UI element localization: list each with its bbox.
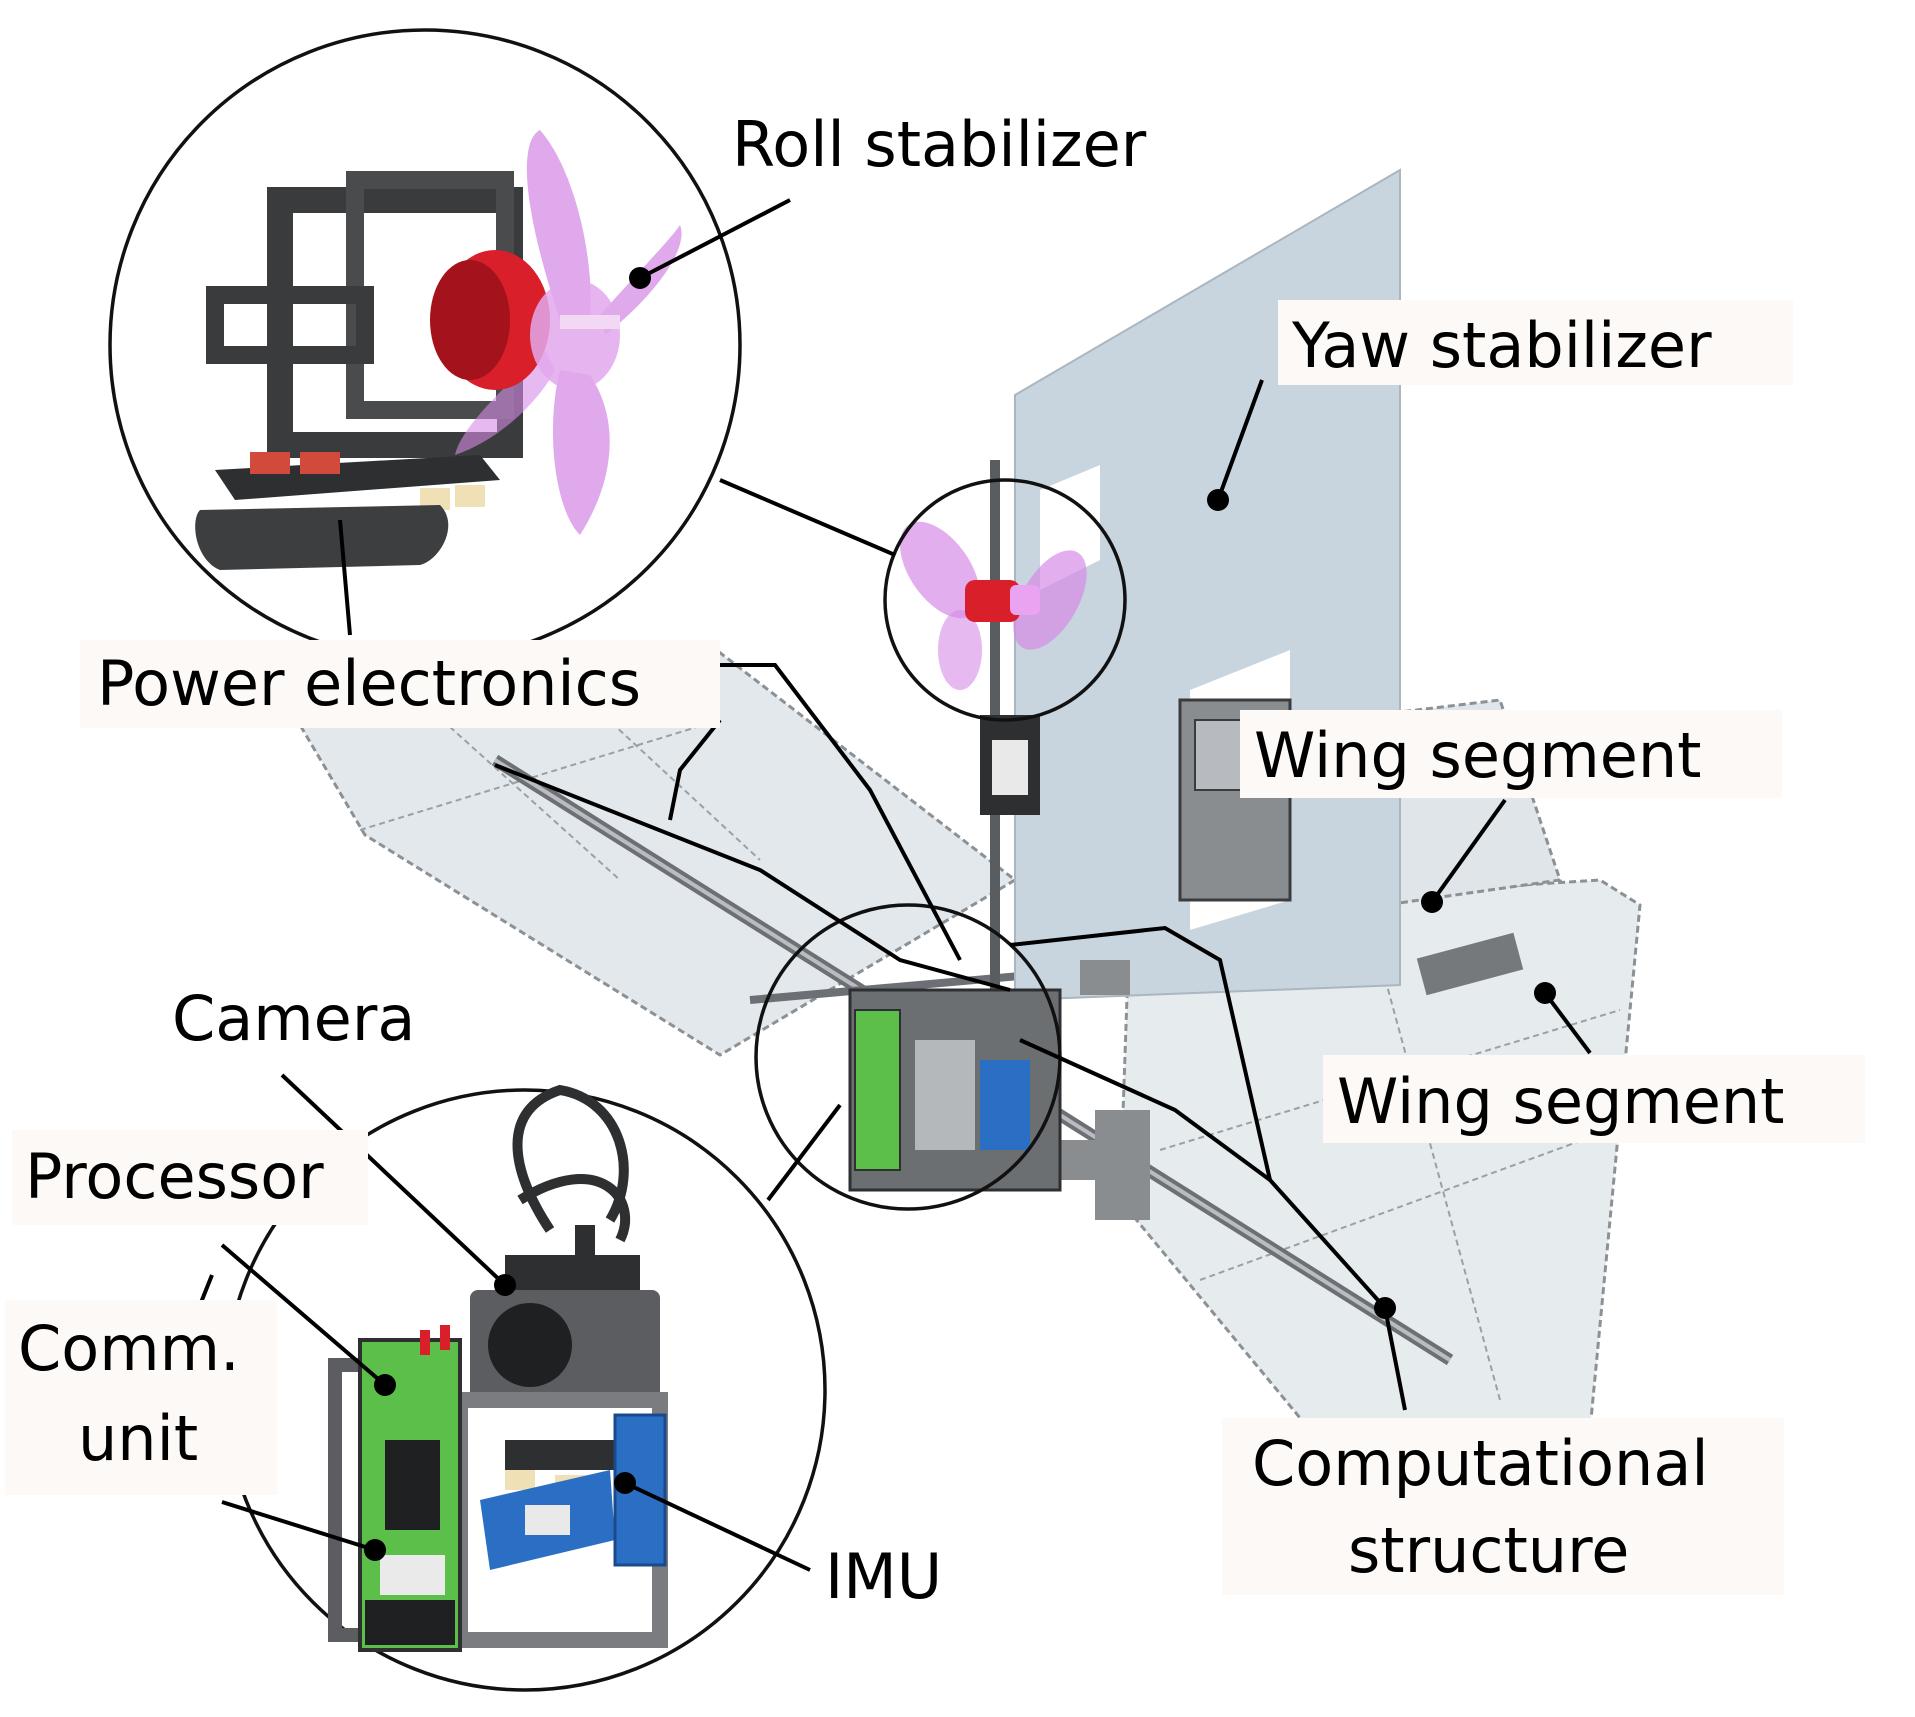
leader-wing-segment-lower: [1534, 982, 1592, 1055]
svg-text:unit: unit: [78, 1402, 198, 1475]
leader-processor: [220, 1243, 396, 1396]
leader-wing-segment-upper: [1421, 798, 1507, 913]
leader-comm-unit: [198, 1274, 386, 1561]
leader-imu: [614, 1472, 811, 1572]
label-power-electronics: Power electronics: [80, 640, 720, 728]
svg-text:Camera: Camera: [172, 982, 415, 1055]
svg-text:Power electronics: Power electronics: [97, 647, 641, 720]
processor-inset-connector: [766, 1103, 842, 1202]
small-roll-stabilizer: [900, 521, 1087, 690]
leader-camera: [280, 1073, 516, 1296]
label-computational-structure: Computational structure: [1222, 1418, 1784, 1595]
svg-text:Processor: Processor: [25, 1140, 324, 1213]
svg-text:structure: structure: [1348, 1514, 1629, 1587]
leader-roll-stabilizer: [629, 198, 791, 289]
label-wing-segment-upper: Wing segment: [1240, 710, 1782, 798]
label-comm-unit: Comm. unit: [5, 1300, 277, 1495]
svg-text:Roll stabilizer: Roll stabilizer: [732, 108, 1147, 181]
label-imu: IMU: [825, 1540, 942, 1613]
svg-text:Wing segment: Wing segment: [1337, 1065, 1784, 1138]
label-processor: Processor: [12, 1130, 368, 1225]
svg-text:Yaw stabilizer: Yaw stabilizer: [1291, 309, 1712, 382]
svg-text:Comm.: Comm.: [18, 1312, 240, 1385]
roll-inset-connector: [719, 478, 896, 557]
svg-text:Computational: Computational: [1252, 1427, 1709, 1500]
leader-computational-structure: [1009, 925, 1407, 1411]
label-wing-segment-lower: Wing segment: [1323, 1055, 1865, 1143]
label-yaw-stabilizer: Yaw stabilizer: [1278, 300, 1793, 385]
svg-text:Wing segment: Wing segment: [1254, 719, 1701, 792]
label-roll-stabilizer: Roll stabilizer: [732, 108, 1147, 181]
label-camera: Camera: [172, 982, 415, 1055]
leader-power-electronics: [338, 519, 1011, 992]
roll-stabilizer-small-circle: [883, 478, 1127, 722]
roll-stabilizer-inset: [108, 28, 742, 662]
leader-yaw-stabilizer: [1207, 379, 1264, 511]
svg-text:IMU: IMU: [825, 1540, 942, 1613]
